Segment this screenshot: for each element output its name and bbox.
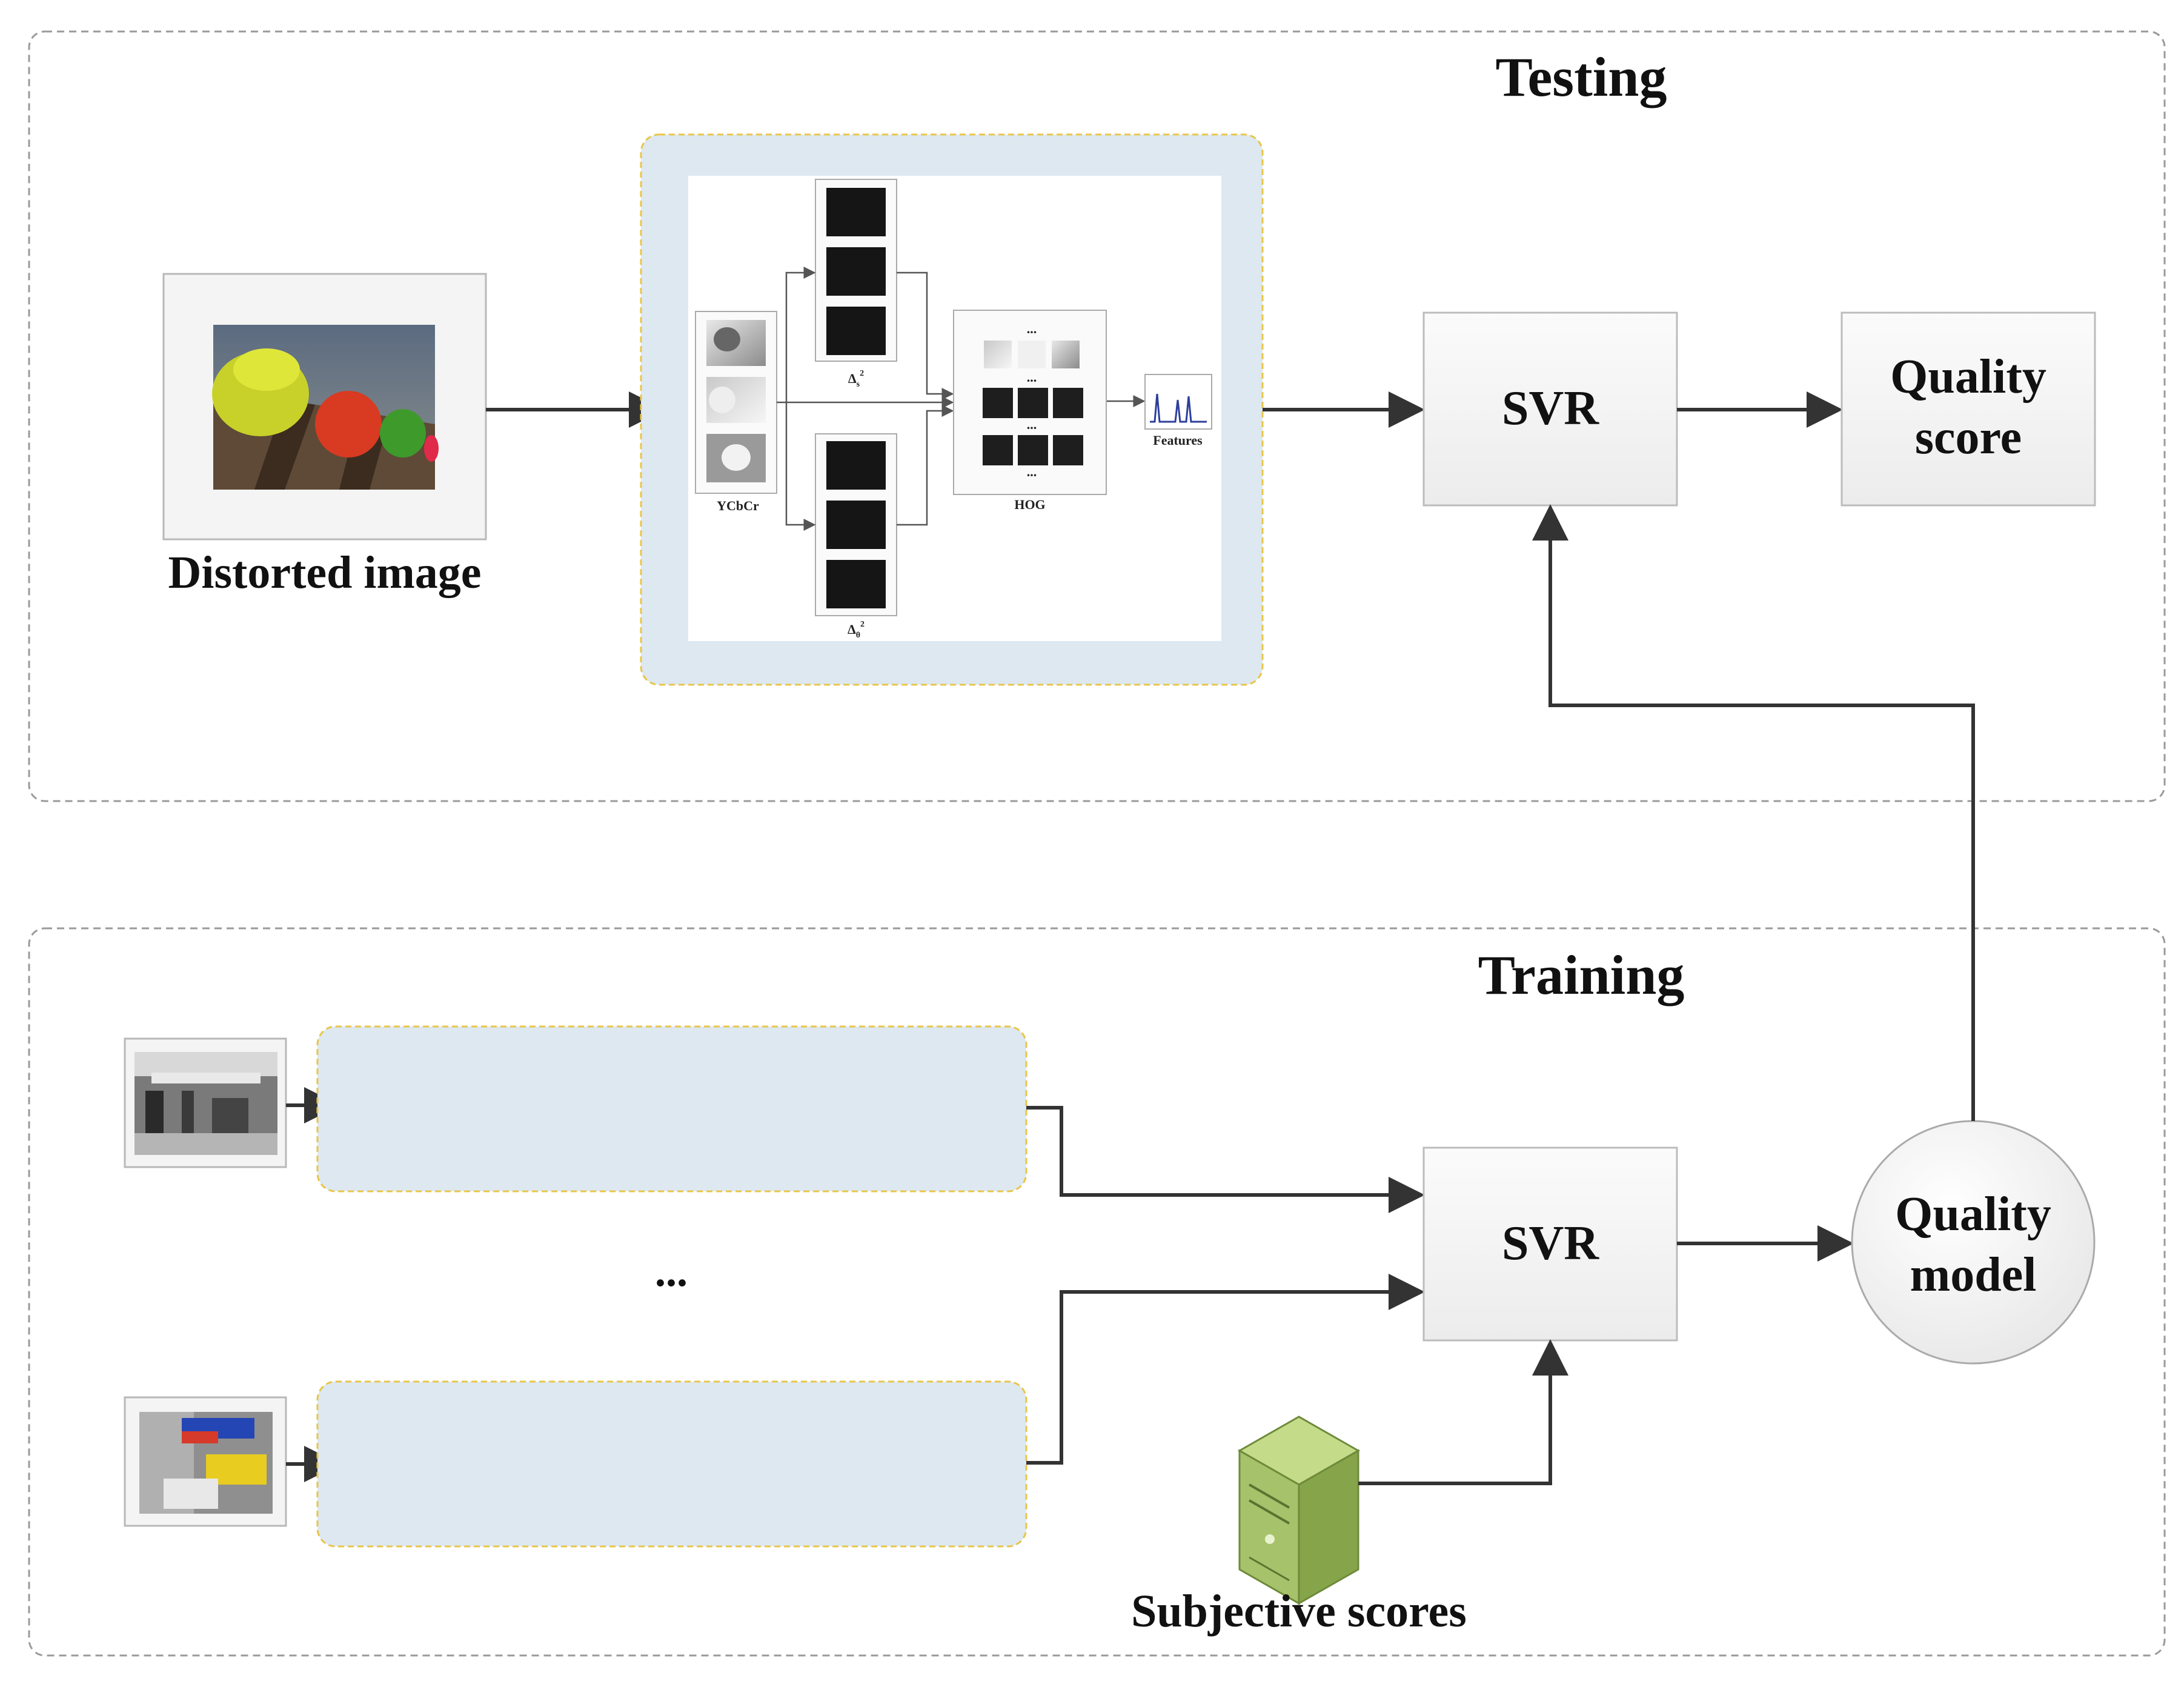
hog-ellipsis-3: ... — [1027, 417, 1037, 432]
quality-score-box — [1840, 311, 2096, 507]
delta-s-symbol: Δ — [848, 371, 857, 386]
delta-theta-superscript: 2 — [860, 620, 865, 629]
testing-title: Testing — [1496, 46, 1667, 108]
delta-theta-label: Δθ2 — [848, 620, 865, 640]
hog-ellipsis-1: ... — [1027, 321, 1037, 336]
ycbcr-label: YCbCr — [717, 498, 759, 513]
svr-testing-label: SVR — [1502, 382, 1599, 435]
distorted-image-label: Distorted image — [168, 547, 481, 598]
testing-section-frame — [28, 30, 2166, 802]
delta-s-stack — [815, 179, 897, 362]
hog-ellipsis-2: ... — [1027, 370, 1037, 385]
quality-model-label-line2: model — [1910, 1248, 2037, 1302]
training-feature-panel-2 — [316, 1380, 1027, 1548]
delta-s-subscript: s — [857, 380, 860, 389]
hog-ellipsis-4: ... — [1027, 464, 1037, 479]
hog-label: HOG — [1014, 497, 1045, 512]
ycbcr-stack — [695, 311, 777, 494]
training-image-2 — [124, 1396, 287, 1527]
training-ellipsis: ... — [655, 1247, 688, 1296]
quality-score-label-line1: Quality — [1890, 350, 2046, 404]
hog-block — [953, 310, 1107, 495]
distorted-image-photo — [212, 325, 439, 490]
svr-training-label: SVR — [1502, 1217, 1599, 1270]
training-image-1 — [124, 1037, 287, 1168]
features-label: Features — [1153, 433, 1203, 448]
delta-theta-symbol: Δ — [848, 622, 856, 637]
connector-panel-1-to-svr — [1026, 1106, 1425, 1213]
connector-panel-2-to-svr — [1026, 1274, 1425, 1465]
server-icon — [1237, 1416, 1361, 1605]
connector-quality-model-to-svr — [1532, 504, 1975, 1121]
quality-model-label-line1: Quality — [1895, 1188, 2051, 1241]
svr-testing-box — [1422, 311, 1678, 507]
quality-model-node — [1851, 1120, 2096, 1365]
delta-s-superscript: 2 — [860, 369, 864, 378]
connector-scores-to-svr — [1358, 1339, 1568, 1485]
pipeline-connectors — [777, 267, 1146, 531]
delta-theta-stack — [815, 433, 897, 616]
features-histogram — [1144, 374, 1212, 430]
training-title: Training — [1478, 944, 1685, 1006]
training-section-frame — [28, 927, 2166, 1657]
quality-score-label-line2: score — [1915, 411, 2022, 464]
distorted-image-box — [162, 273, 487, 541]
subjective-scores-label: Subjective scores — [1131, 1586, 1467, 1637]
training-feature-panel-1 — [316, 1025, 1027, 1193]
delta-s-label: Δs2 — [848, 369, 864, 389]
delta-theta-subscript: θ — [856, 631, 860, 640]
